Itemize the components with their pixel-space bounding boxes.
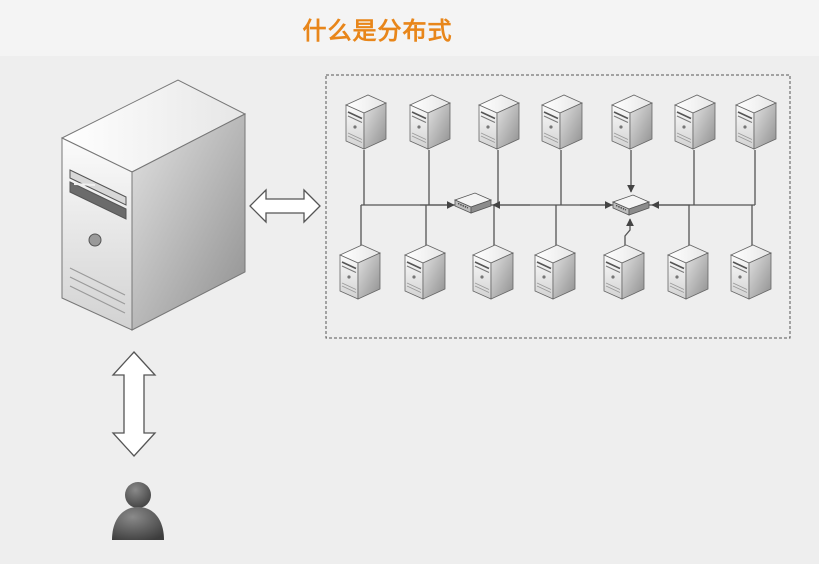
cluster-boundary [325,74,791,339]
server-icon [404,244,446,300]
server-icon [667,244,709,300]
server-icon [409,94,451,150]
server-icon [478,94,520,150]
person-head [125,482,151,508]
server-icon [345,94,387,150]
horizontal-double-arrow-icon [249,188,321,224]
server-icon [674,94,716,150]
drive-bays [69,169,127,220]
power-button-icon [88,233,102,247]
server-tower-icon [60,79,247,331]
server-icon [603,244,645,300]
network-switch-icon [454,192,492,214]
slide-title: 什么是分布式 [302,17,453,45]
title-band [0,0,819,56]
server-icon [534,244,576,300]
server-icon [339,244,381,300]
network-switch-icon [612,194,650,216]
server-icon [472,244,514,300]
vent-lines [69,267,126,314]
server-icon [735,94,777,150]
network-links [360,150,756,248]
server-icon [541,94,583,150]
vertical-double-arrow-icon [111,351,157,457]
person-body [112,507,164,540]
person-icon [112,482,164,540]
server-icon [730,244,772,300]
link-bottom-5 [624,218,634,248]
server-icon [611,94,653,150]
server-side-face [131,113,246,331]
